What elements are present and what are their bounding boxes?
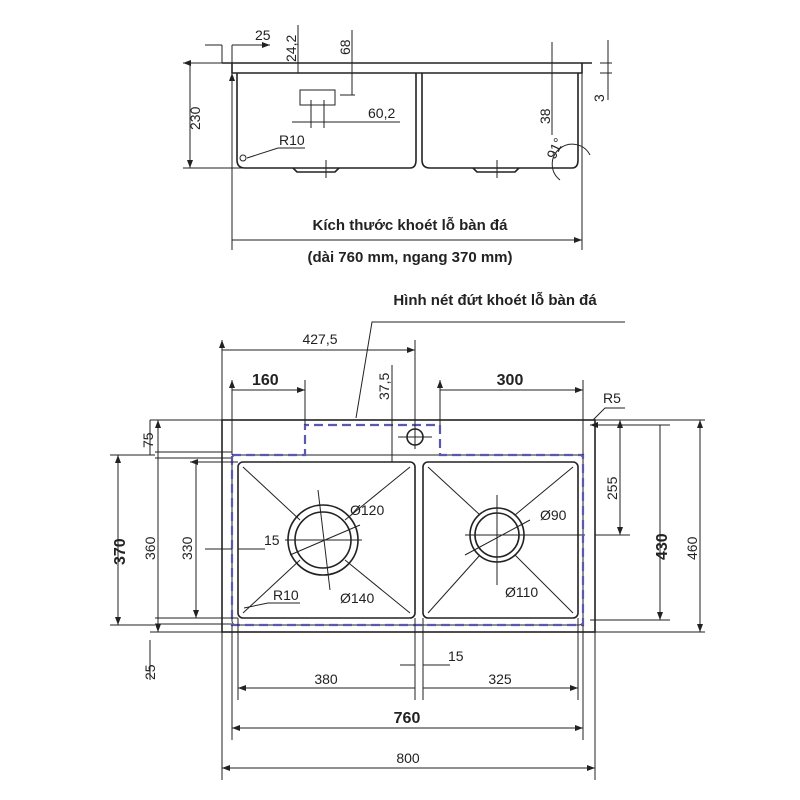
dim-760: 760 xyxy=(394,710,421,727)
dim-25: 25 xyxy=(255,27,271,43)
diameter-90: Ø90 xyxy=(540,507,567,523)
dim-430: 430 xyxy=(654,533,671,560)
left-bowl xyxy=(237,461,416,619)
dim-3: 3 xyxy=(591,94,607,102)
right-drain xyxy=(464,495,585,585)
dim-380: 380 xyxy=(314,671,338,687)
radius-r5: R5 xyxy=(603,390,621,406)
dim-300: 300 xyxy=(497,372,524,389)
dim-230: 230 xyxy=(187,106,203,130)
dim-38: 38 xyxy=(537,108,553,124)
dim-24-2: 24,2 xyxy=(283,35,299,62)
dim-68: 68 xyxy=(337,39,353,55)
sink-rim-profile xyxy=(222,62,592,74)
dim-60-2: 60,2 xyxy=(368,105,395,121)
caption-cutout-size: (dài 760 mm, ngang 370 mm) xyxy=(307,249,512,266)
dim-460: 460 xyxy=(684,536,700,560)
dim-325: 325 xyxy=(488,671,512,687)
angle-91: 91° xyxy=(543,135,566,161)
side-view: 25 24,2 68 60,2 230 R10 38 3 91° Kích th… xyxy=(183,25,612,266)
dim-330: 330 xyxy=(179,536,195,560)
dim-37-5: 37,5 xyxy=(376,373,392,400)
radius-r10: R10 xyxy=(279,132,305,148)
overflow-profile xyxy=(299,89,336,106)
dim-25-bottom: 25 xyxy=(142,664,158,680)
radius-r10-top: R10 xyxy=(273,587,299,603)
dim-75: 75 xyxy=(140,432,156,448)
dim-800: 800 xyxy=(396,750,420,766)
diameter-110: Ø110 xyxy=(505,584,538,600)
diameter-120: Ø120 xyxy=(350,502,384,518)
dim-15-left: 15 xyxy=(264,532,280,548)
caption-cutout-title: Kích thước khoét lỗ bàn đá xyxy=(313,217,509,234)
dim-160: 160 xyxy=(252,372,279,389)
top-view: Hình nét đứt khoét lỗ bàn đá 427,5 160 3… xyxy=(110,292,705,780)
dashed-outline-label: Hình nét đứt khoét lỗ bàn đá xyxy=(393,292,597,309)
left-drain xyxy=(285,489,362,591)
right-bowl xyxy=(422,461,579,619)
dim-360: 360 xyxy=(142,536,158,560)
dim-15-middle: 15 xyxy=(448,648,464,664)
dim-427-5: 427,5 xyxy=(302,331,337,347)
dim-255: 255 xyxy=(604,476,620,500)
dim-370: 370 xyxy=(112,538,129,565)
cutout-dashed-outline xyxy=(230,423,585,627)
diameter-140: Ø140 xyxy=(340,590,374,606)
